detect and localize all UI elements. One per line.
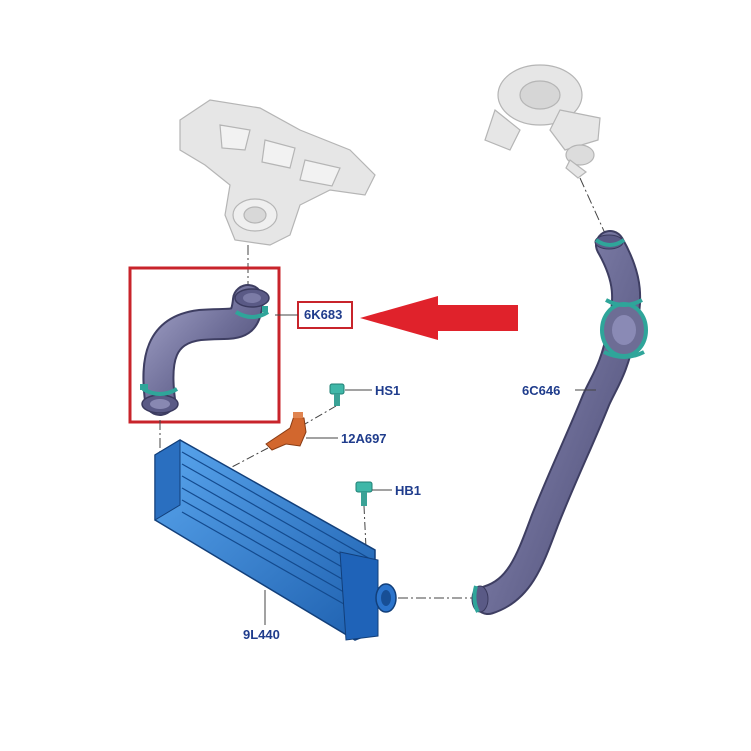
sensor-12a697[interactable] (265, 412, 307, 451)
exhaust-manifold-ghost (179, 99, 376, 246)
bolt-hb1[interactable] (355, 481, 373, 506)
red-arrow-left-icon (360, 296, 518, 340)
hose-6k683[interactable] (140, 284, 270, 416)
leader-hb1-mount (363, 505, 367, 549)
label-9l440: 9L440 (243, 627, 280, 642)
label-12a697: 12A697 (341, 431, 387, 446)
leader-sensor-intercooler (229, 447, 269, 469)
bolt-hs1[interactable] (329, 383, 345, 406)
label-6k683: 6K683 (304, 307, 343, 322)
leader-turbo (579, 177, 609, 241)
intercooler-9l440[interactable] (154, 439, 397, 641)
hose-6c646[interactable] (471, 230, 648, 615)
label-hs1: HS1 (375, 383, 401, 398)
label-hb1: HB1 (395, 483, 422, 498)
turbocharger-ghost (484, 64, 601, 179)
label-6c646: 6C646 (522, 383, 561, 398)
highlight-box (128, 266, 281, 424)
